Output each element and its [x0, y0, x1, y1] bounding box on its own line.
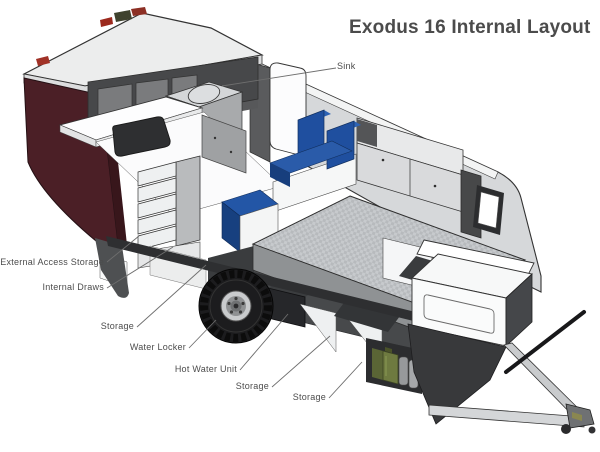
jerry-can: [382, 350, 399, 385]
kitchen-unit: [58, 56, 283, 217]
callout-storage-under-bed: Storage: [235, 381, 269, 391]
callout-internal-draws: Internal Draws: [42, 282, 104, 292]
roof-light: [36, 56, 50, 66]
leader-storage-kitchen: [136, 264, 207, 328]
callout-external-access-storage: External Access Storage: [0, 257, 104, 267]
roof-vent: [114, 10, 132, 22]
roof-light: [131, 7, 147, 16]
handbrake-lever: [504, 310, 586, 374]
roof-light: [100, 17, 113, 27]
leader-storage-front: [328, 361, 363, 399]
pillow: [334, 300, 400, 332]
callout-water-locker: Water Locker: [129, 342, 186, 352]
leader-storage-under-bed: [271, 335, 331, 388]
leader-water-locker: [188, 319, 217, 349]
cooktop: [112, 116, 171, 157]
wheel: [198, 268, 274, 344]
leader-internal-draws: [106, 246, 174, 289]
callout-sink: Sink: [337, 61, 356, 71]
diagram-title: Exodus 16 Internal Layout: [349, 17, 591, 38]
chassis-rail: [106, 236, 450, 330]
leader-hot-water-unit: [239, 313, 289, 371]
front-storage-box: [407, 239, 535, 425]
leader-sink: [221, 67, 337, 87]
drawbar-hitch: [428, 310, 596, 434]
window: [477, 191, 500, 229]
sink-basin: [187, 84, 221, 104]
callout-storage-kitchen: Storage: [100, 321, 134, 331]
callout-hot-water-unit: Hot Water Unit: [174, 364, 237, 374]
wall-cabinets: [356, 117, 504, 239]
leader-external-access-storage: [106, 235, 140, 263]
callout-storage-front: Storage: [292, 392, 326, 402]
lower-left-body: [95, 238, 129, 298]
leader-lines: [106, 67, 363, 399]
